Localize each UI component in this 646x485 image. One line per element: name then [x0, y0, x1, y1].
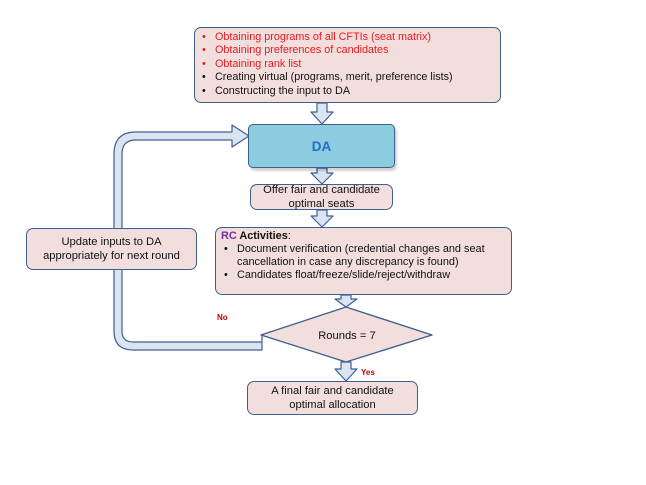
- offer-seats-box: Offer fair and candidate optimal seats: [250, 184, 393, 210]
- inputs-item: Constructing the input to DA: [199, 85, 496, 99]
- final-allocation-box: A final fair and candidate optimal alloc…: [247, 381, 418, 415]
- rc-bullet-list: Document verification (credential change…: [221, 243, 506, 282]
- decision-diamond: [260, 306, 433, 363]
- inputs-item: Creating virtual (programs, merit, prefe…: [199, 71, 496, 85]
- rc-item: Document verification (credential change…: [221, 243, 506, 269]
- arrow-da-to-offer: [310, 167, 334, 185]
- update-line-1: Update inputs to DA: [61, 236, 162, 248]
- final-line-2: optimal allocation: [289, 399, 376, 411]
- decision-label: Rounds = 7: [318, 330, 376, 342]
- arrow-rc-to-decision: [334, 294, 358, 308]
- inputs-item: Obtaining rank list: [199, 58, 496, 72]
- inputs-item: Obtaining preferences of candidates: [199, 44, 496, 58]
- rc-title-colon: :: [287, 230, 291, 242]
- arrow-inputs-to-da: [310, 102, 334, 125]
- rc-activities-title: RC Activities:: [221, 230, 506, 243]
- final-line-1: A final fair and candidate: [271, 385, 394, 397]
- rc-title: Activities: [236, 230, 288, 242]
- da-label: DA: [311, 138, 332, 154]
- rc-activities-box: RC Activities: Document verification (cr…: [215, 227, 512, 295]
- no-label: No: [217, 313, 228, 322]
- inputs-bullet-list: Obtaining programs of all CFTIs (seat ma…: [199, 31, 496, 98]
- arrow-offer-to-rc: [310, 209, 334, 228]
- arrow-decision-to-final: [334, 361, 358, 382]
- rc-item: Candidates float/freeze/slide/reject/wit…: [221, 269, 506, 282]
- update-inputs-box: Update inputs to DA appropriately for ne…: [26, 228, 197, 270]
- yes-label: Yes: [361, 368, 375, 377]
- inputs-preparation-box: Obtaining programs of all CFTIs (seat ma…: [194, 27, 501, 103]
- update-line-2: appropriately for next round: [43, 250, 180, 262]
- offer-label: Offer fair and candidate optimal seats: [263, 184, 380, 210]
- rc-prefix: RC: [221, 230, 237, 242]
- da-process-box: DA: [248, 124, 395, 168]
- inputs-item: Obtaining programs of all CFTIs (seat ma…: [199, 31, 496, 45]
